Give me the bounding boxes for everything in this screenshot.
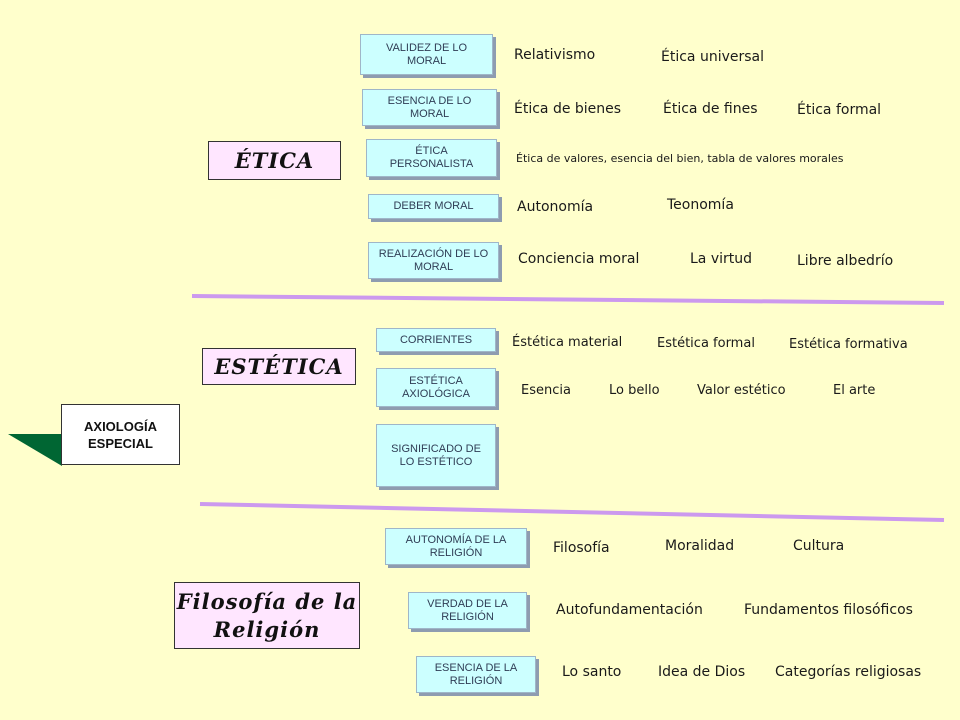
item: Ética de valores, esencia del bien, tabl…: [516, 152, 844, 165]
divider-line-2: [199, 502, 945, 522]
item: Relativismo: [514, 47, 596, 63]
item: Autonomía: [517, 199, 594, 215]
item: Esencia: [521, 383, 571, 398]
item: Libre albedrío: [797, 253, 894, 269]
item: Filosofía: [553, 540, 610, 556]
item: Idea de Dios: [658, 664, 746, 680]
subtopic-validez: VALIDEZ DE LO MORAL: [360, 34, 493, 75]
item: Ética de bienes: [514, 101, 622, 117]
subtopic-esencia-religion: ESENCIA DE LA RELIGIÓN: [416, 656, 536, 693]
subtopic-verdad-religion: VERDAD DE LA RELIGIÓN: [408, 592, 527, 629]
item: Conciencia moral: [518, 251, 640, 267]
subtopic-etica-personalista: ÉTICA PERSONALISTA: [366, 139, 497, 177]
item: La virtud: [690, 251, 753, 267]
item: Lo santo: [562, 664, 622, 680]
item: Ética formal: [797, 102, 882, 118]
item: Categorías religiosas: [775, 664, 922, 680]
subtopic-esencia-moral: ESENCIA DE LO MORAL: [362, 89, 497, 126]
item: Valor estético: [697, 383, 786, 398]
root-box: AXIOLOGÍA ESPECIAL: [61, 404, 180, 465]
subtopic-corrientes: CORRIENTES: [376, 328, 496, 352]
topic-religion: Filosofía de la Religión: [174, 582, 360, 649]
item: El arte: [833, 383, 876, 398]
subtopic-realizacion: REALIZACIÓN DE LO MORAL: [368, 242, 499, 279]
subtopic-estetica-axiologica: ESTÉTICA AXIOLÓGICA: [376, 368, 496, 407]
divider-line-1: [191, 294, 945, 305]
topic-etica: ÉTICA: [208, 141, 341, 180]
item: Estética formal: [657, 336, 755, 351]
item: Ética de fines: [663, 101, 758, 117]
topic-estetica: ESTÉTICA: [202, 348, 356, 385]
subtopic-deber-moral: DEBER MORAL: [368, 194, 499, 219]
item: Ética universal: [661, 49, 765, 65]
item: Moralidad: [665, 538, 735, 554]
item: Fundamentos filosóficos: [744, 602, 913, 618]
item: Lo bello: [609, 383, 660, 398]
subtopic-autonomia-religion: AUTONOMÍA DE LA RELIGIÓN: [385, 528, 527, 565]
subtopic-significado: SIGNIFICADO DE LO ESTÉTICO: [376, 424, 496, 487]
item: Autofundamentación: [556, 602, 703, 618]
item: Cultura: [793, 538, 845, 554]
item: Estética formativa: [789, 337, 908, 352]
item: Éstética material: [512, 335, 623, 350]
arrow-icon: [8, 434, 62, 466]
item: Teonomía: [667, 197, 734, 213]
